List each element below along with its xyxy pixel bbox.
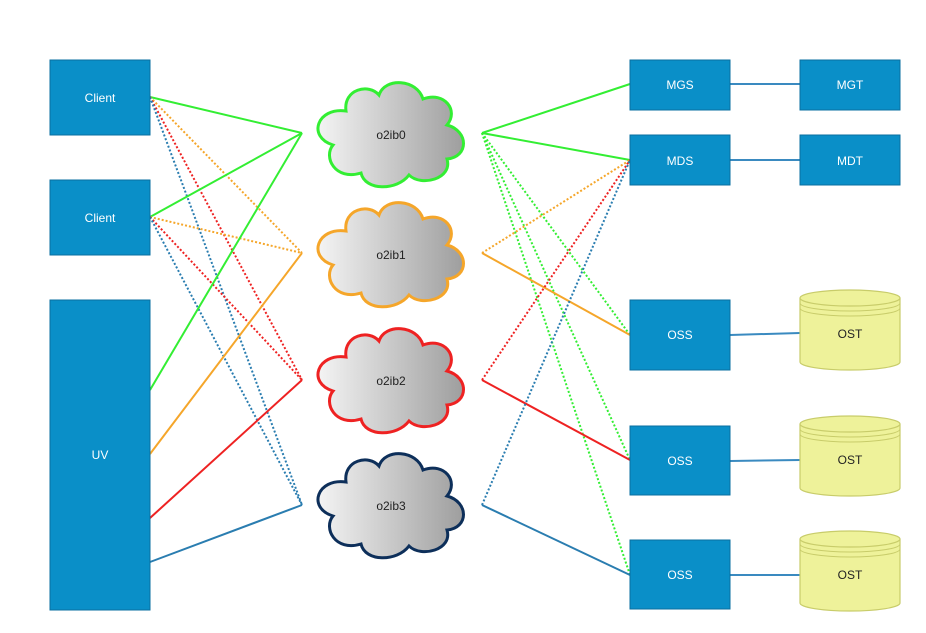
link-oss1-ost1: [729, 332, 801, 336]
link-uv-o2ib2: [149, 379, 303, 519]
link-o2ib0-mgs: [481, 83, 631, 134]
node-oss-1-label: OSS: [667, 328, 692, 342]
node-mgt-label: MGT: [837, 78, 864, 92]
node-mdt: MDT: [799, 134, 901, 186]
node-oss-2-label: OSS: [667, 454, 692, 468]
ost-1-icon: OST: [799, 289, 901, 371]
ost-1-label: OST: [838, 327, 863, 341]
cloud-o2ib0-label: o2ib0: [376, 128, 406, 142]
link-client2-o2ib1: [149, 216, 303, 254]
cloud-o2ib3-label: o2ib3: [376, 499, 406, 513]
node-oss-2: OSS: [629, 425, 731, 496]
link-o2ib0-oss1: [481, 132, 631, 336]
node-oss-3: OSS: [629, 539, 731, 610]
cloud-o2ib1-label: o2ib1: [376, 248, 406, 262]
cloud-o2ib2: o2ib2: [316, 327, 465, 435]
link-o2ib3-mds: [481, 159, 631, 506]
ost-2-icon: OST: [799, 415, 901, 497]
link-o2ib0-mds: [481, 132, 631, 161]
node-client-2: Client: [49, 179, 151, 256]
cloud-o2ib2-label: o2ib2: [376, 374, 406, 388]
link-uv-o2ib0: [149, 132, 303, 391]
link-oss2-ost2: [729, 459, 801, 462]
link-client2-o2ib0: [149, 132, 303, 218]
link-o2ib0-oss2: [481, 132, 631, 461]
link-client2-o2ib2: [149, 216, 303, 381]
link-o2ib1-oss1: [481, 252, 631, 336]
ost-3-label: OST: [838, 568, 863, 582]
node-mgs-label: MGS: [666, 78, 693, 92]
link-client1-o2ib2: [149, 96, 303, 381]
node-client-1: Client: [49, 59, 151, 136]
node-mdt-label: MDT: [837, 154, 864, 168]
link-o2ib3-oss3: [481, 504, 631, 576]
link-o2ib2-oss2: [481, 379, 631, 461]
link-uv-o2ib1: [149, 252, 303, 455]
client-links: [149, 96, 303, 563]
node-mgt: MGT: [799, 59, 901, 111]
link-o2ib0-oss3: [481, 132, 631, 576]
node-client-1-label: Client: [85, 91, 116, 105]
link-client1-o2ib3: [149, 96, 303, 506]
node-mds: MDS: [629, 134, 731, 186]
link-uv-o2ib3: [149, 504, 303, 563]
server-links: [481, 83, 801, 576]
node-mds-label: MDS: [667, 154, 694, 168]
node-uv-label: UV: [92, 448, 109, 462]
cloud-o2ib0: o2ib0: [316, 81, 465, 189]
node-client-2-label: Client: [85, 211, 116, 225]
link-o2ib1-mds: [481, 159, 631, 254]
cloud-o2ib1: o2ib1: [316, 201, 465, 309]
node-oss-1: OSS: [629, 299, 731, 371]
link-client1-o2ib0: [149, 96, 303, 134]
link-o2ib2-mds: [481, 159, 631, 381]
node-oss-3-label: OSS: [667, 568, 692, 582]
cloud-o2ib3: o2ib3: [316, 452, 465, 560]
ost-2-label: OST: [838, 453, 863, 467]
node-uv: UV: [49, 299, 151, 611]
node-mgs: MGS: [629, 59, 731, 111]
ost-3-icon: OST: [799, 530, 901, 612]
